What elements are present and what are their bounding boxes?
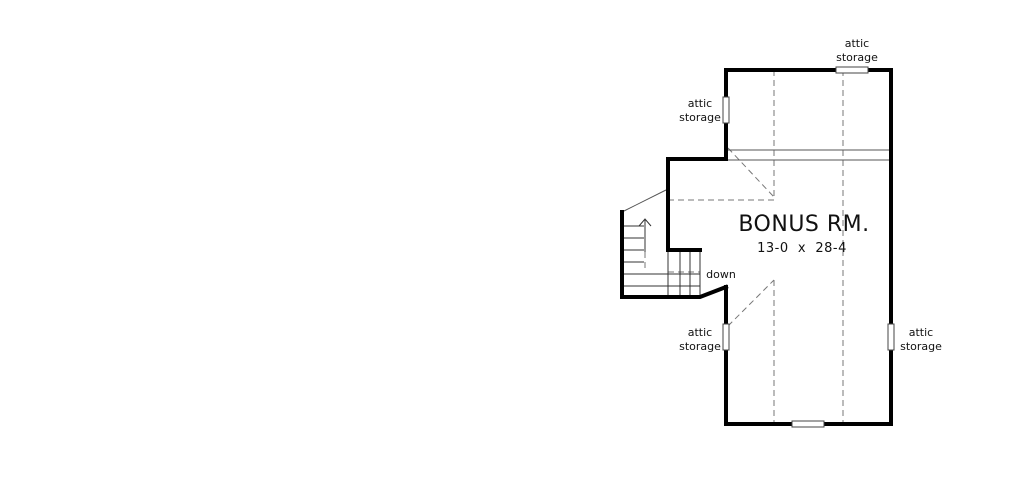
attic-storage-top-line2: storage bbox=[836, 51, 878, 64]
stair-label-mask bbox=[703, 266, 739, 280]
room-name: BONUS RM. bbox=[738, 212, 869, 237]
attic-storage-left-upper-line1: attic bbox=[688, 97, 712, 110]
attic-door-left-upper bbox=[722, 96, 730, 124]
attic-door-left-lower bbox=[722, 323, 730, 351]
stair-arrow-icon bbox=[638, 218, 652, 252]
attic-storage-top-line1: attic bbox=[845, 37, 869, 50]
staircase bbox=[621, 189, 701, 298]
beam-line bbox=[728, 149, 889, 161]
attic-access-doors bbox=[722, 66, 895, 428]
room-dimensions: 13-0 x 28-4 bbox=[757, 241, 847, 256]
exterior-door-bottom bbox=[791, 420, 825, 428]
attic-door-right bbox=[887, 323, 895, 351]
attic-storage-right-line2: storage bbox=[900, 340, 942, 353]
attic-storage-left-lower-line2: storage bbox=[679, 340, 721, 353]
attic-storage-left-upper-line2: storage bbox=[679, 111, 721, 124]
exterior-walls bbox=[620, 68, 893, 426]
stair-down-label: down bbox=[706, 268, 736, 281]
attic-storage-right-line1: attic bbox=[909, 326, 933, 339]
attic-door-top bbox=[835, 66, 869, 74]
attic-storage-left-lower-line1: attic bbox=[688, 326, 712, 339]
